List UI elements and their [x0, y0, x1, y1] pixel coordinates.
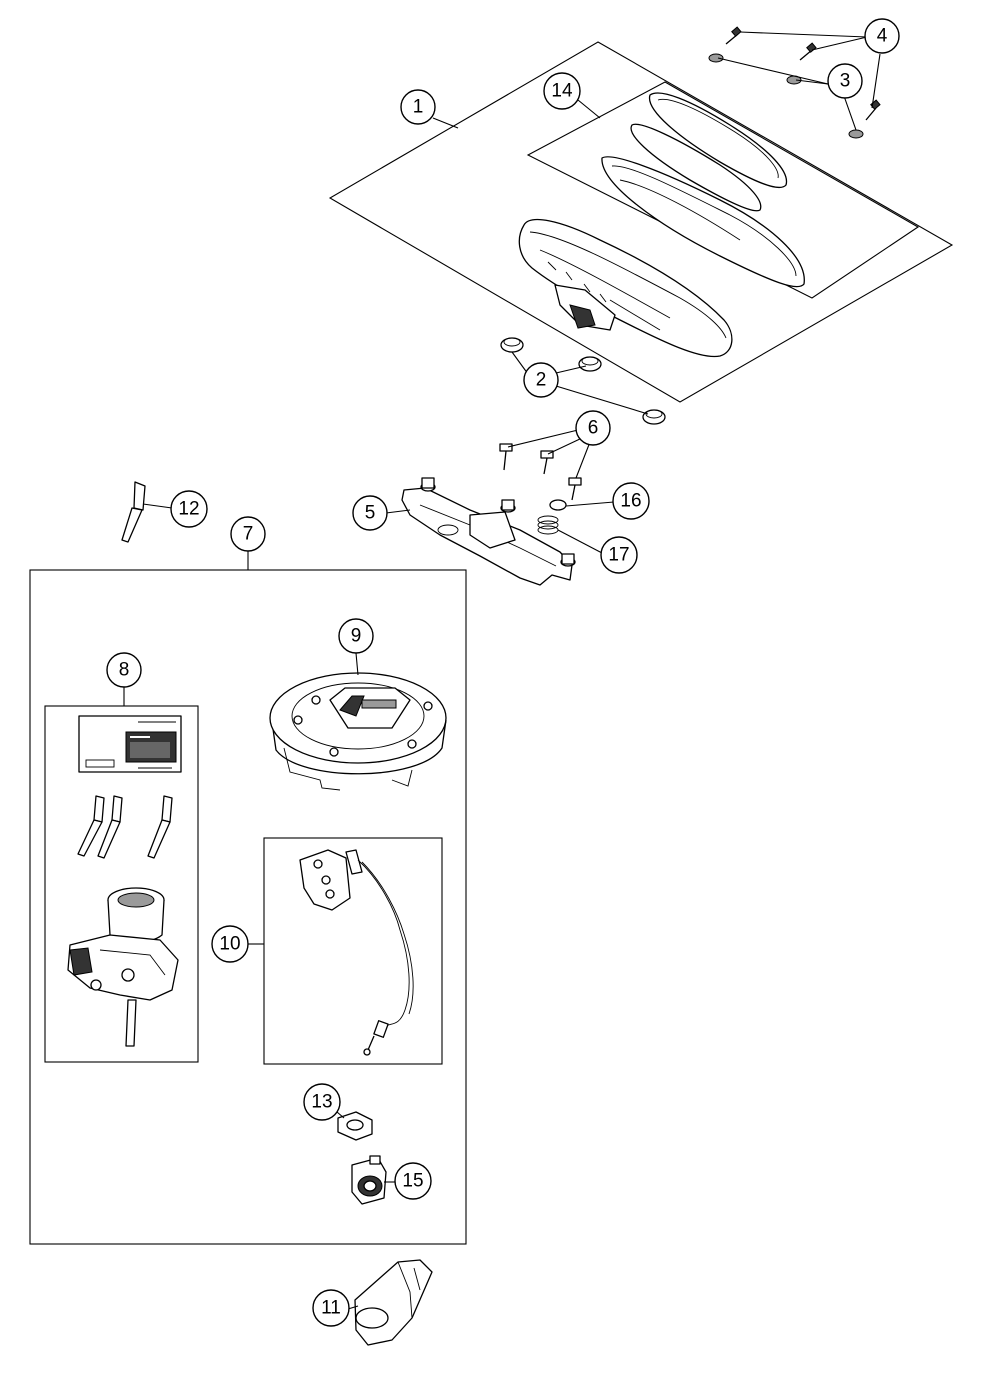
callout-11: 11 [312, 1289, 350, 1327]
part-bolt-6b [540, 450, 554, 475]
group-box-1-dashboard [328, 41, 954, 403]
callout-9: 9 [338, 618, 374, 654]
part-screw-4b [799, 42, 817, 61]
part-grommet-2b [578, 356, 602, 372]
leader-lines [123, 31, 881, 1310]
callout-3: 3 [827, 63, 863, 99]
callout-11-label: 11 [321, 1298, 341, 1319]
callout-8: 8 [106, 652, 142, 688]
group-box-7-lock-set [29, 569, 467, 1245]
part-spring-17 [537, 515, 559, 535]
part-bushing-16 [549, 499, 567, 511]
callout-14-label: 14 [551, 81, 573, 102]
callout-17-label: 17 [608, 545, 629, 566]
part-ignition-lock [67, 887, 179, 1047]
callout-1: 1 [400, 89, 436, 125]
part-lock-cylinder-15 [351, 1155, 387, 1205]
callout-1-label: 1 [413, 97, 424, 118]
callout-9-label: 9 [351, 626, 362, 647]
callout-13-label: 13 [311, 1092, 332, 1113]
part-instrument-cluster [518, 218, 733, 358]
callout-6-label: 6 [588, 418, 599, 439]
group-box-8-key-set [44, 705, 199, 1063]
callout-15: 15 [394, 1162, 432, 1200]
group-box-14-cover [526, 81, 920, 299]
part-grommet-2c [642, 409, 666, 425]
callout-15-label: 15 [402, 1171, 423, 1192]
part-bolt-6a [499, 443, 513, 471]
part-key-12 [121, 481, 146, 543]
part-label-card [78, 715, 182, 773]
callout-17: 17 [600, 536, 638, 574]
callout-3-label: 3 [840, 71, 851, 92]
callout-7: 7 [230, 516, 266, 552]
part-washer-3c [848, 129, 864, 139]
callout-16-label: 16 [620, 491, 641, 512]
callout-2-label: 2 [536, 370, 547, 391]
part-lock-cover-11 [354, 1259, 433, 1346]
part-key-8b [97, 795, 123, 859]
callout-4-label: 4 [877, 26, 888, 47]
part-bracket-5 [401, 477, 576, 586]
callout-5-label: 5 [365, 503, 376, 524]
part-grommet-2a [500, 337, 524, 353]
callout-10-label: 10 [219, 934, 240, 955]
callout-7-label: 7 [243, 524, 254, 545]
part-bolt-6c [568, 477, 582, 501]
callout-4: 4 [864, 18, 900, 54]
callout-14: 14 [543, 72, 581, 110]
callout-6: 6 [575, 410, 611, 446]
callout-16: 16 [612, 482, 650, 520]
part-key-8a [77, 795, 105, 857]
callout-12: 12 [170, 490, 208, 528]
part-screw-4a [725, 26, 742, 45]
group-box-10-wiring [263, 837, 443, 1065]
callout-8-label: 8 [119, 660, 130, 681]
part-cover-glass [601, 92, 805, 288]
part-fuel-cap [269, 672, 447, 791]
callout-12-label: 12 [178, 499, 199, 520]
callout-13: 13 [303, 1083, 341, 1121]
callout-5: 5 [352, 495, 388, 531]
callout-10: 10 [211, 925, 249, 963]
part-nut-13 [337, 1111, 373, 1141]
part-key-8c [147, 795, 173, 859]
part-washer-3a [708, 53, 724, 63]
callout-2: 2 [523, 362, 559, 398]
part-switch-wiring [299, 849, 414, 1056]
